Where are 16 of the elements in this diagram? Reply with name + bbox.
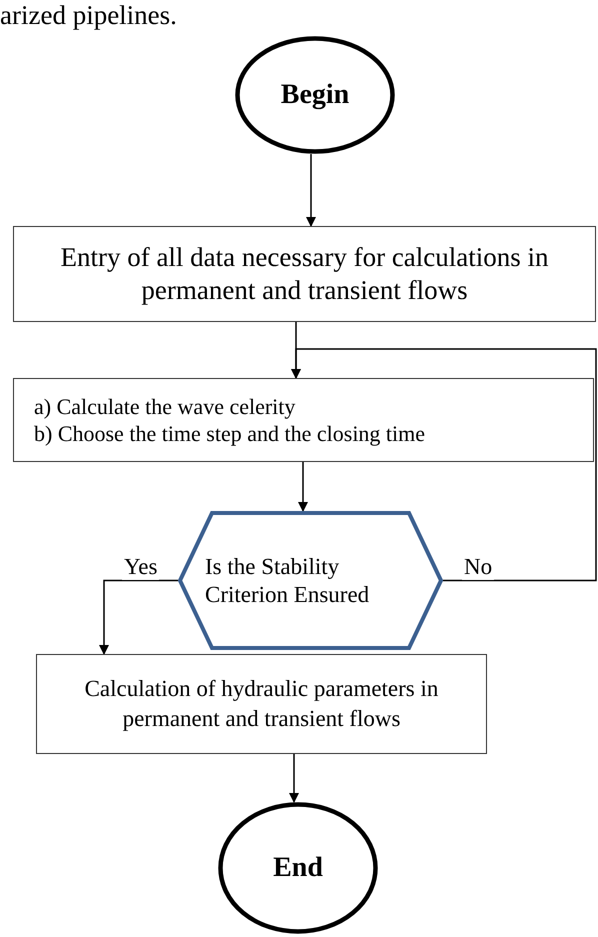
node-text: a) Calculate the wave celerity xyxy=(34,393,296,420)
node-text: Is the Stability Criterion Ensured xyxy=(205,552,370,608)
node-text: Calculation of hydraulic parameters in permanent and transient flows xyxy=(84,675,440,733)
caption-fragment: arized pipelines. xyxy=(0,0,177,30)
node-text: b) Choose the time step and the closing time xyxy=(34,420,426,447)
node-text: Entry of all data necessary for calculations in permanent and transient flows xyxy=(59,241,550,307)
arrow xyxy=(298,462,308,512)
node-text: Begin xyxy=(280,79,350,111)
arrow xyxy=(291,348,597,582)
process-box xyxy=(36,654,487,754)
process-box xyxy=(13,226,596,322)
process-box xyxy=(13,378,594,462)
arrow xyxy=(306,154,316,227)
node-text: End xyxy=(273,852,323,884)
arrow xyxy=(289,754,299,803)
arrow xyxy=(99,580,178,655)
